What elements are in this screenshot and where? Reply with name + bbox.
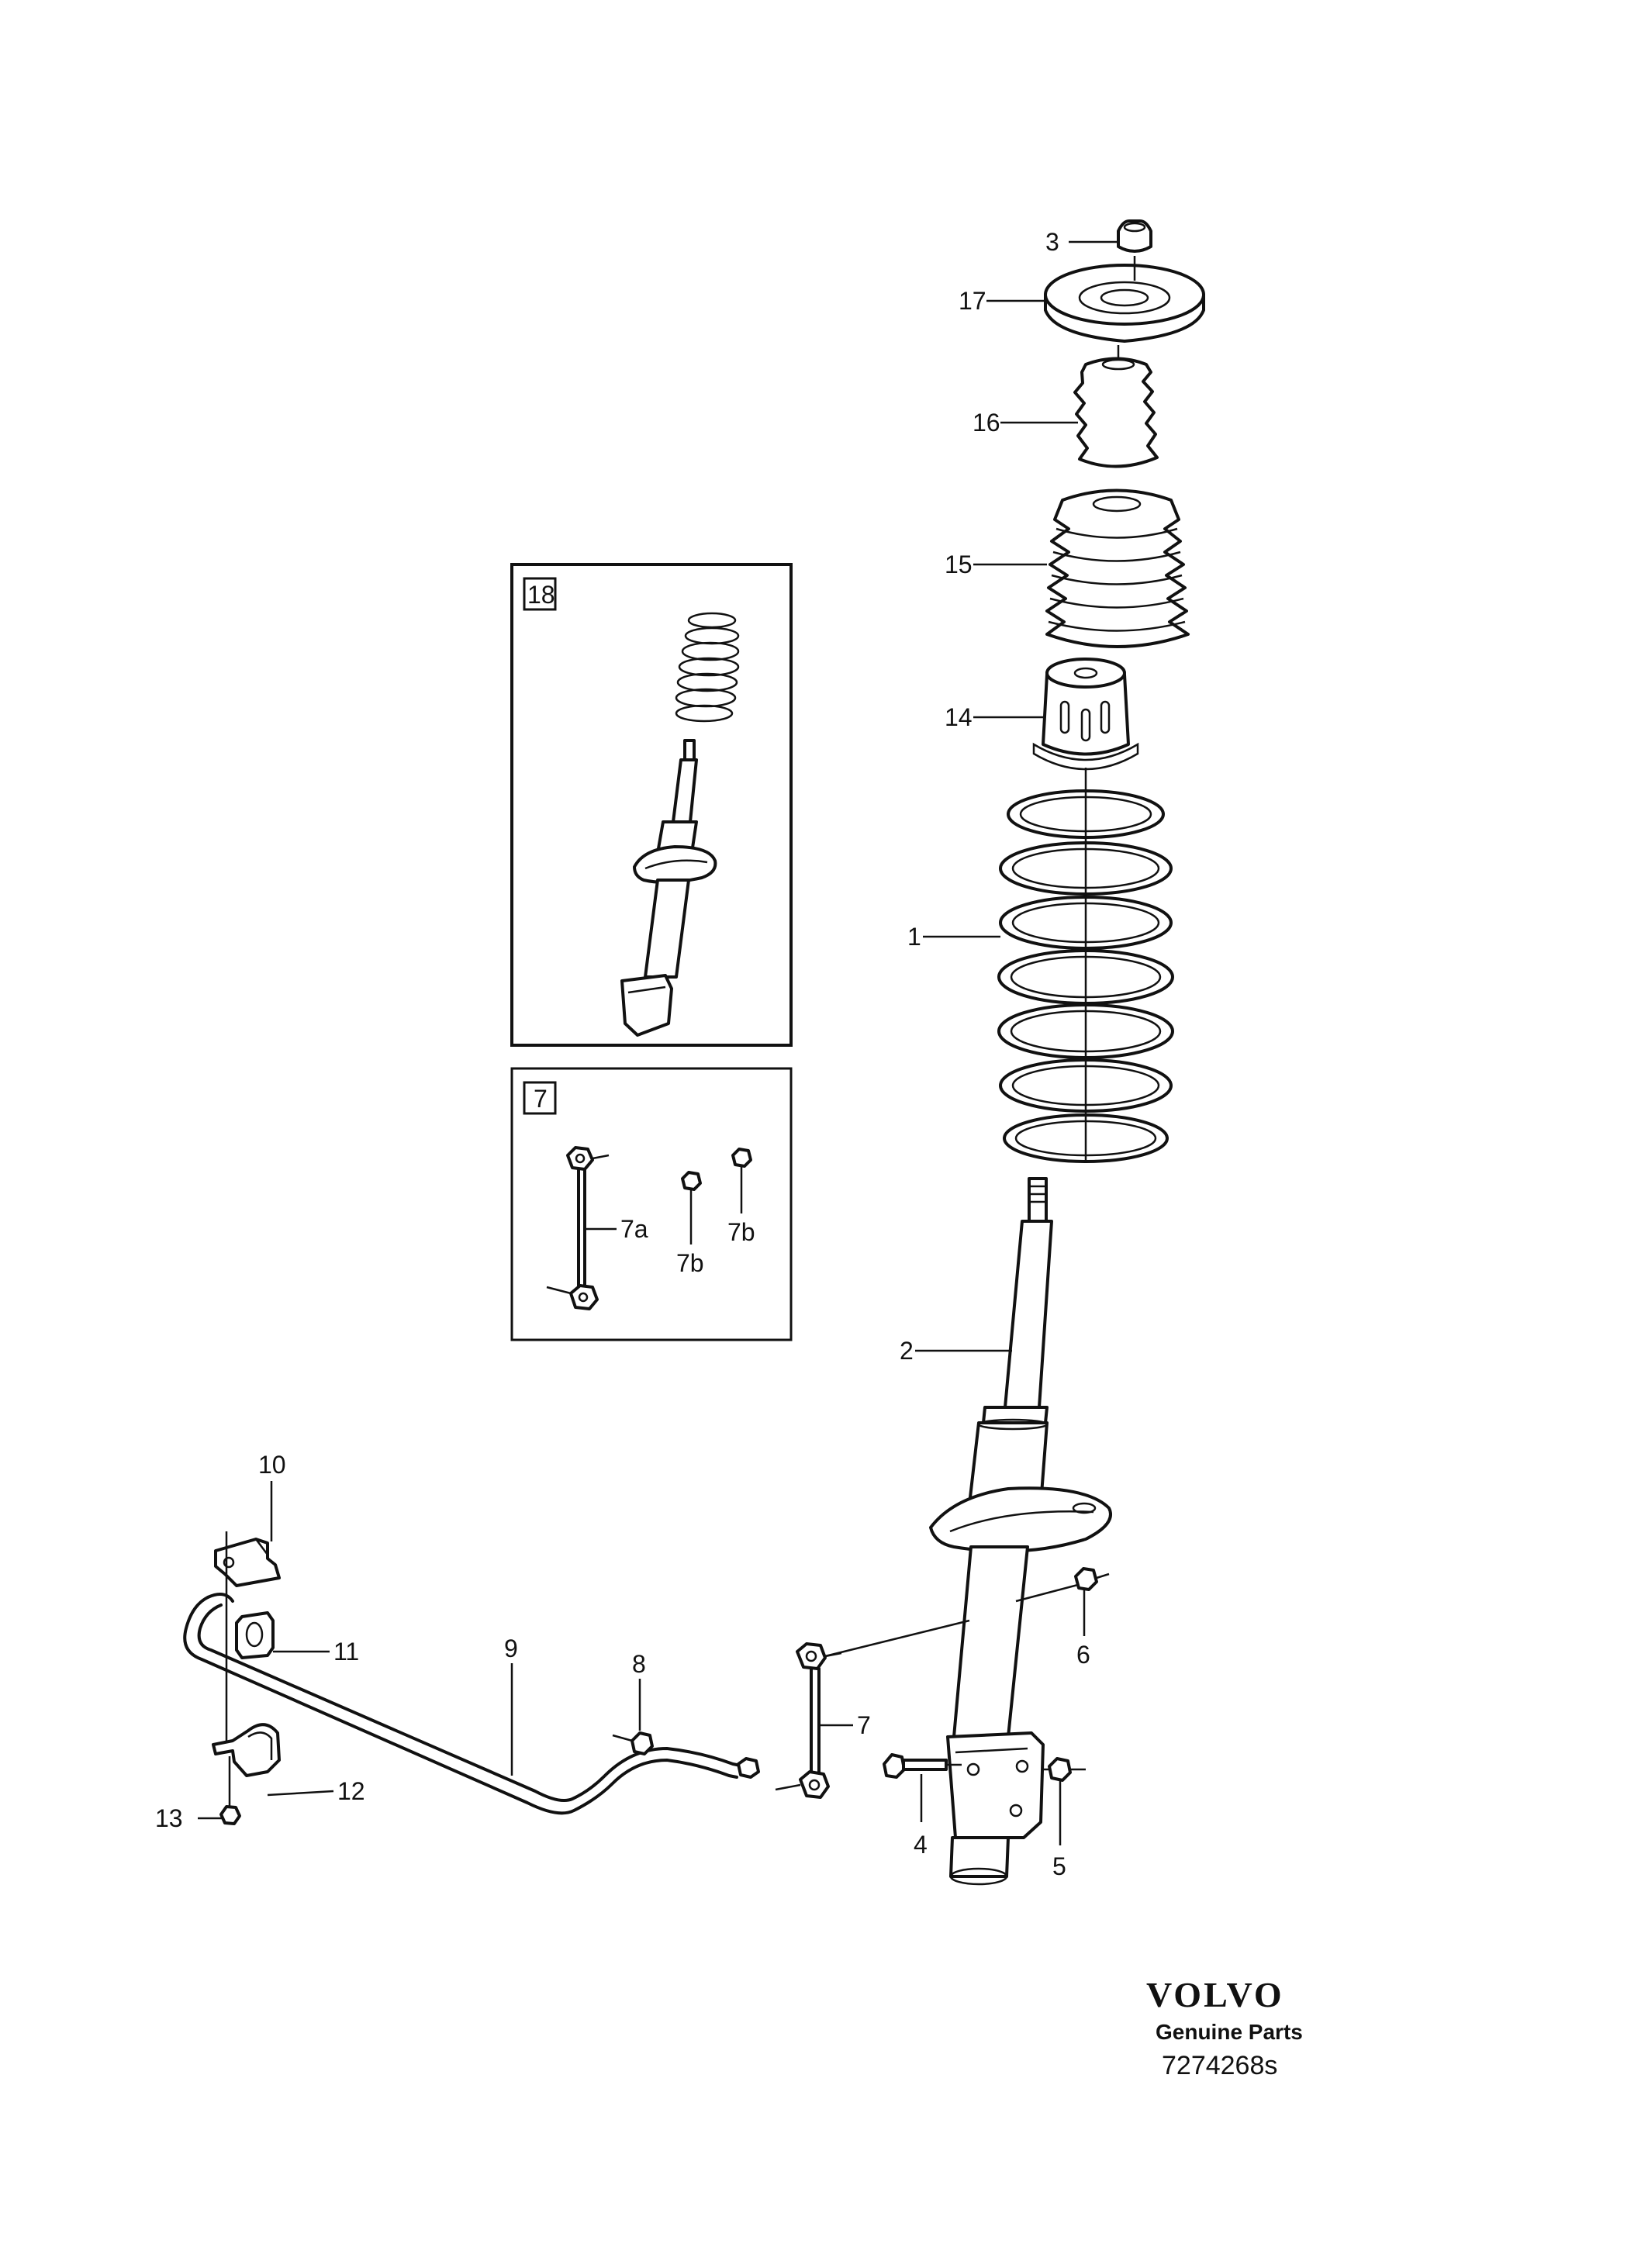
bolt-part-4 [883,1753,962,1779]
callout-1: 1 [907,923,921,951]
bolt-part-13 [219,1756,241,1825]
callout-11: 11 [333,1638,359,1666]
callout-13: 13 [155,1804,183,1832]
callout-9: 9 [504,1635,518,1662]
callout-15: 15 [945,551,973,578]
callout-7b-right: 7b [727,1218,755,1246]
callout-7b-left: 7b [676,1249,704,1277]
callout-5: 5 [1052,1852,1066,1880]
callout-14: 14 [945,703,973,731]
top-mount-part-17 [1044,256,1205,343]
bump-stop-part-16 [1073,345,1159,468]
callout-3: 3 [1045,228,1059,256]
callout-12: 12 [337,1777,365,1805]
coil-spring-part-1 [997,789,1174,1163]
brand-subtitle: Genuine Parts [1156,2020,1303,2044]
image-number: 7274268s [1162,2051,1277,2080]
callout-4: 4 [914,1831,928,1859]
callout-10: 10 [258,1451,286,1479]
nut-part-5 [1043,1757,1086,1782]
dust-boot-part-15 [1045,488,1190,648]
inset-box-complete-strut [510,563,793,1047]
link-rod-part-7 [737,1642,842,1799]
callout-labels: 3 17 16 15 14 1 2 6 7 8 9 10 11 12 13 4 … [155,228,1090,1880]
top-nut-part-3 [1117,219,1152,253]
nut-part-6 [1015,1567,1110,1603]
inset-label-7: 7 [534,1085,548,1113]
callout-17: 17 [959,287,986,315]
callout-6: 6 [1076,1641,1090,1669]
bushing-part-11 [235,1611,275,1659]
inset-label-18: 18 [527,581,555,609]
clamp-part-12 [212,1723,281,1777]
callout-7: 7 [857,1711,871,1739]
bracket-part-10 [214,1531,281,1745]
nut-part-8 [612,1731,654,1755]
callout-2: 2 [900,1337,914,1365]
leader-lines [198,240,1118,1845]
stabilizer-bar-part-9 [183,1593,742,1815]
inset-box-link [510,1067,793,1341]
spring-seat-part-14 [1032,658,1139,791]
callout-8: 8 [632,1650,646,1678]
strut-part-2 [929,1177,1112,1886]
brand-logo: VOLVO [1146,1975,1284,2014]
branding-block: VOLVO Genuine Parts 7274268s [1146,1975,1303,2080]
callout-7a: 7a [620,1215,648,1243]
callout-16: 16 [973,409,1000,437]
